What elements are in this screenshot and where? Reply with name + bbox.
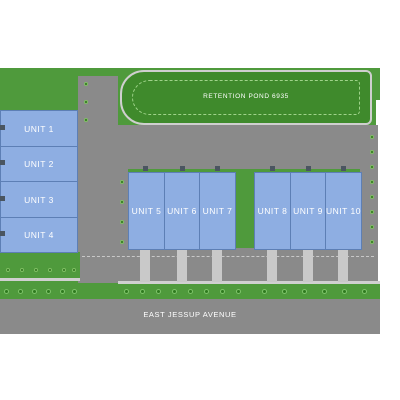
driveway: [338, 250, 348, 282]
parking-lot: [78, 125, 378, 169]
driveway: [212, 250, 222, 282]
tree-icon: [188, 289, 193, 294]
tree-icon: [124, 289, 129, 294]
sidewalk: [118, 281, 380, 284]
shrub-icon: [370, 180, 374, 184]
pond-label: RETENTION POND 6935: [203, 93, 289, 100]
shrub-icon: [370, 225, 374, 229]
entry-marker: [0, 196, 5, 201]
roof-marker: [215, 166, 220, 171]
tree-icon: [156, 289, 161, 294]
unit-8-building[interactable]: UNIT 8: [254, 172, 291, 250]
shrub-icon: [120, 200, 124, 204]
shrub-icon: [370, 240, 374, 244]
tree-icon: [262, 289, 267, 294]
tree-icon: [46, 289, 51, 294]
lawn-strip-west: [0, 252, 80, 280]
unit-1-building[interactable]: UNIT 1: [0, 110, 78, 147]
shrub-icon: [370, 135, 374, 139]
unit-label: UNIT 1: [24, 123, 54, 134]
driveway: [177, 250, 187, 282]
driveway: [267, 250, 277, 282]
tree-icon: [172, 289, 177, 294]
shrub-icon: [48, 268, 52, 272]
tree-icon: [236, 289, 241, 294]
tree-icon: [302, 289, 307, 294]
tree-icon: [204, 289, 209, 294]
tree-icon: [362, 289, 367, 294]
unit-label: UNIT 6: [167, 206, 197, 216]
tree-icon: [322, 289, 327, 294]
tree-icon: [342, 289, 347, 294]
shrub-icon: [20, 268, 24, 272]
unit-label: UNIT 10: [326, 206, 361, 216]
shrub-icon: [84, 82, 88, 86]
shrub-icon: [34, 268, 38, 272]
tree-icon: [72, 289, 77, 294]
shrub-icon: [120, 220, 124, 224]
tree-icon: [220, 289, 225, 294]
tree-icon: [282, 289, 287, 294]
unit-label: UNIT 7: [202, 206, 233, 216]
retention-pond: RETENTION POND 6935: [120, 70, 372, 125]
roof-marker: [341, 166, 346, 171]
unit-5-building[interactable]: UNIT 5: [128, 172, 165, 250]
driveway: [303, 250, 313, 282]
unit-7-building[interactable]: UNIT 7: [199, 172, 236, 250]
roof-marker: [143, 166, 148, 171]
roof-marker: [270, 166, 275, 171]
unit-4-building[interactable]: UNIT 4: [0, 217, 78, 253]
street-label: EAST JESSUP AVENUE: [143, 310, 237, 319]
tree-icon: [32, 289, 37, 294]
tree-icon: [18, 289, 23, 294]
shrub-icon: [120, 180, 124, 184]
unit-label: UNIT 8: [257, 206, 288, 216]
shrub-icon: [370, 210, 374, 214]
street: [0, 299, 380, 334]
entry-marker: [0, 160, 5, 165]
roof-marker: [306, 166, 311, 171]
shrub-icon: [6, 268, 10, 272]
unit-3-building[interactable]: UNIT 3: [0, 181, 78, 218]
tree-icon: [140, 289, 145, 294]
shrub-icon: [62, 268, 66, 272]
unit-9-building[interactable]: UNIT 9: [290, 172, 326, 250]
unit-label: UNIT 5: [131, 206, 162, 216]
unit-label: UNIT 3: [24, 194, 54, 205]
parking-drive-vertical: [78, 76, 118, 294]
entry-marker: [0, 231, 5, 236]
entry-marker: [0, 125, 5, 130]
parking-line: [82, 256, 374, 257]
unit-2-building[interactable]: UNIT 2: [0, 146, 78, 182]
unit-label: UNIT 4: [24, 230, 54, 240]
shrub-icon: [84, 100, 88, 104]
shrub-icon: [370, 165, 374, 169]
shrub-icon: [120, 240, 124, 244]
unit-6-building[interactable]: UNIT 6: [164, 172, 200, 250]
unit-label: UNIT 9: [293, 206, 323, 216]
driveway: [140, 250, 150, 282]
offsite-area: [376, 100, 400, 300]
parking-drive-left-units: [118, 169, 128, 283]
shrub-icon: [370, 150, 374, 154]
sidewalk-west: [0, 278, 80, 281]
tree-icon: [60, 289, 65, 294]
unit-label: UNIT 2: [24, 159, 54, 169]
unit-10-building[interactable]: UNIT 10: [325, 172, 362, 250]
tree-icon: [4, 289, 9, 294]
shrub-icon: [72, 268, 76, 272]
shrub-icon: [370, 195, 374, 199]
roof-marker: [180, 166, 185, 171]
frontage-drive: [118, 248, 378, 283]
pond-border: [132, 80, 360, 115]
shrub-icon: [84, 118, 88, 122]
